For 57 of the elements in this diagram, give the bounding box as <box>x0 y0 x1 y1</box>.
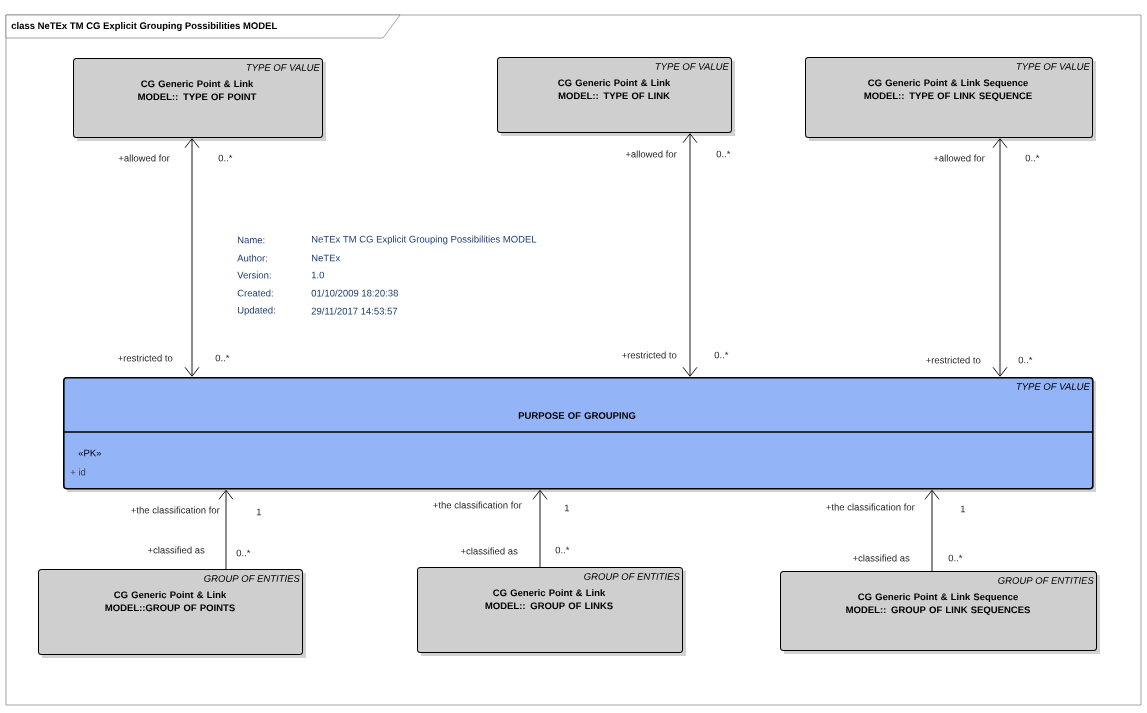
multiplicity: 1 <box>564 504 569 512</box>
multiplicity: 0..* <box>714 351 729 359</box>
stereotype-label: TYPE OF VALUE <box>655 63 729 70</box>
role-name: +allowed for <box>625 150 677 158</box>
class-name: CG Generic Point & Link Sequence MODEL:: TYPE OF LINK SEQUENCE <box>864 79 1032 101</box>
association-arrow <box>924 489 940 572</box>
association-arrow <box>682 133 698 377</box>
multiplicity: 1 <box>960 505 966 513</box>
multiplicity: 0..* <box>1025 154 1040 162</box>
multiplicity: 0..* <box>215 354 230 362</box>
role-name: +allowed for <box>933 154 985 162</box>
role-name: +the classification for <box>433 501 522 509</box>
note-value: NeTEx <box>312 254 341 262</box>
note-key: Created: <box>237 289 273 297</box>
role-name: +restricted to <box>118 354 173 362</box>
stereotype-label: TYPE OF VALUE <box>1016 383 1090 390</box>
role-name: +classified as <box>148 546 205 554</box>
multiplicity: 0..* <box>1018 356 1033 364</box>
note-value: 01/10/2009 18:20:38 <box>311 289 398 297</box>
role-name: +the classification for <box>131 506 220 514</box>
stereotype-label: TYPE OF VALUE <box>1016 63 1090 70</box>
role-name: +restricted to <box>926 356 981 364</box>
note-key: Name: <box>238 236 265 244</box>
class-name: CG Generic Point & Link MODEL:: TYPE OF POINT <box>138 80 257 101</box>
association-arrow <box>532 489 548 568</box>
role-name: +allowed for <box>118 154 170 162</box>
multiplicity: 0..* <box>555 546 570 554</box>
multiplicity: 0..* <box>716 150 731 158</box>
attribute: + id <box>70 468 86 476</box>
stereotype-label: GROUP OF ENTITIES <box>998 577 1094 584</box>
stereotype-label: GROUP OF ENTITIES <box>584 573 680 580</box>
association-arrow <box>218 489 234 570</box>
stereotype-label: «PK» <box>78 449 102 457</box>
class-name: CG Generic Point & Link Sequence MODEL:: GROUP OF LINK SEQUENCES <box>846 593 1030 615</box>
note-value: 1.0 <box>311 271 325 279</box>
class-name: CG Generic Point & Link MODEL:: TYPE OF LINK <box>558 79 671 100</box>
association-arrow <box>992 138 1008 377</box>
note-key: Version: <box>237 271 271 279</box>
class-name: CG Generic Point & Link MODEL::GROUP OF POINTS <box>105 591 235 612</box>
role-name: +classified as <box>461 547 518 555</box>
multiplicity: 1 <box>256 508 261 516</box>
note-value: 29/11/2017 14:53:57 <box>311 307 398 315</box>
role-name: +restricted to <box>622 351 677 359</box>
multiplicity: 0..* <box>236 549 251 557</box>
note-key: Author: <box>237 254 267 262</box>
association-arrow <box>184 138 200 377</box>
role-name: +classified as <box>853 554 910 562</box>
class-name: PURPOSE OF GROUPING <box>518 412 636 419</box>
note-value: NeTEx TM CG Explicit Grouping Possibilities MODEL <box>312 235 537 245</box>
stereotype-label: TYPE OF VALUE <box>246 64 320 71</box>
multiplicity: 0..* <box>948 554 963 562</box>
frame-title: class NeTEx TM CG Explicit Grouping Possibilities MODEL <box>5 14 401 39</box>
role-name: +the classification for <box>826 503 915 511</box>
class-name: CG Generic Point & Link MODEL:: GROUP OF LINKS <box>485 589 613 610</box>
note-key: Updated: <box>237 306 275 316</box>
multiplicity: 0..* <box>218 154 233 162</box>
stereotype-label: GROUP OF ENTITIES <box>204 575 300 582</box>
